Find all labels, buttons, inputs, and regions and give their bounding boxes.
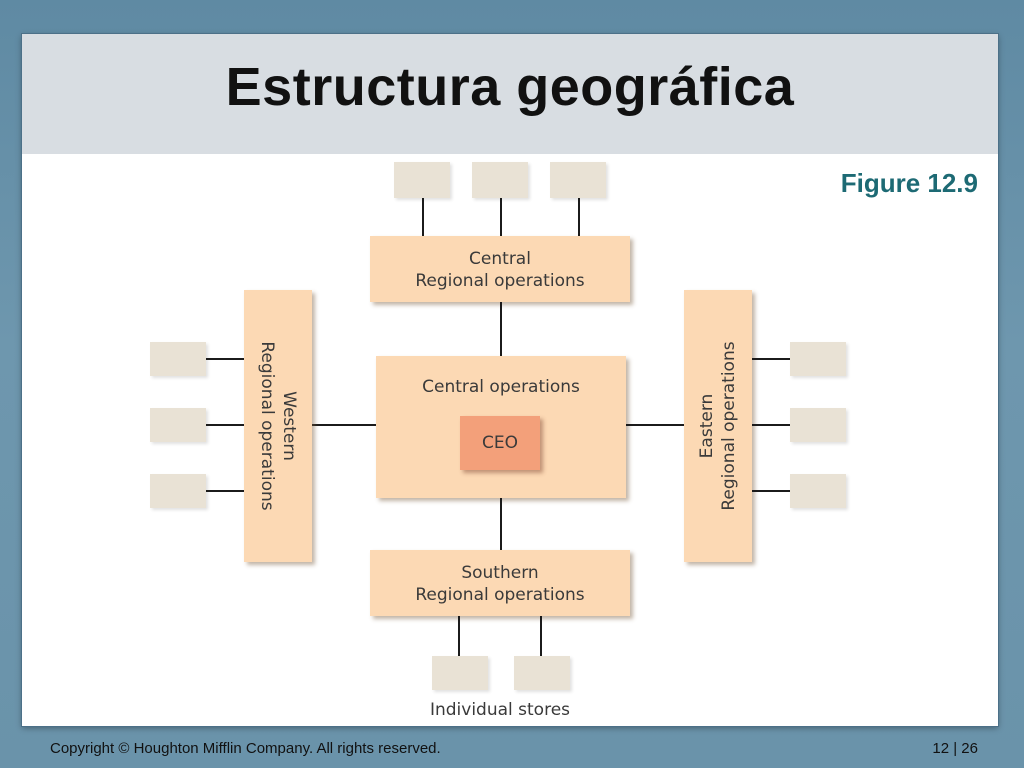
western-region-box: Western Regional operations [244,290,312,562]
individual-stores-caption: Individual stores [429,700,571,720]
southern-region-label-1: Southern [461,563,539,583]
connector-east-1 [752,358,790,360]
southern-region-box: Southern Regional operations [370,550,630,616]
central-region-label-1: Central [469,249,531,269]
store-box-top-2 [472,162,528,198]
western-region-label-2: Regional operations [257,341,277,511]
connector-east-3 [752,490,790,492]
connector-central-to-ops [500,302,502,356]
southern-region-label-2: Regional operations [415,585,585,605]
connector-top-2 [500,198,502,236]
connector-west-3 [206,490,244,492]
title-band: Estructura geográfica [22,34,998,154]
copyright-text: Copyright © Houghton Mifflin Company. Al… [50,740,441,757]
central-region-label-2: Regional operations [415,271,585,291]
slide-title: Estructura geográfica [225,57,795,117]
eastern-region-label-1: Eastern [697,393,717,459]
connector-south-2 [540,616,542,656]
connector-west-2 [206,424,244,426]
connector-ops-to-eastern [626,424,684,426]
store-box-east-2 [790,408,846,442]
store-box-south-2 [514,656,570,690]
store-box-top-3 [550,162,606,198]
figure-label: Figure 12.9 [840,168,978,198]
connector-ops-to-western [312,424,376,426]
western-region-label: Western Regional operations [256,306,300,546]
ceo-box: CEO [460,416,540,470]
store-box-west-2 [150,408,206,442]
eastern-region-label: Eastern Regional operations [696,306,740,546]
connector-west-1 [206,358,244,360]
connector-ops-to-southern [500,498,502,550]
eastern-region-label-2: Regional operations [719,341,739,511]
ceo-label: CEO [482,433,518,453]
store-box-east-3 [790,474,846,508]
store-box-west-1 [150,342,206,376]
eastern-region-box: Eastern Regional operations [684,290,752,562]
store-box-west-3 [150,474,206,508]
connector-top-1 [422,198,424,236]
store-box-south-1 [432,656,488,690]
connector-east-2 [752,424,790,426]
store-box-top-1 [394,162,450,198]
western-region-label-1: Western [279,391,299,461]
store-box-east-1 [790,342,846,376]
page-number: 12 | 26 [932,740,978,757]
central-operations-label: Central operations [422,377,580,397]
connector-south-1 [458,616,460,656]
connector-top-3 [578,198,580,236]
central-region-box: Central Regional operations [370,236,630,302]
